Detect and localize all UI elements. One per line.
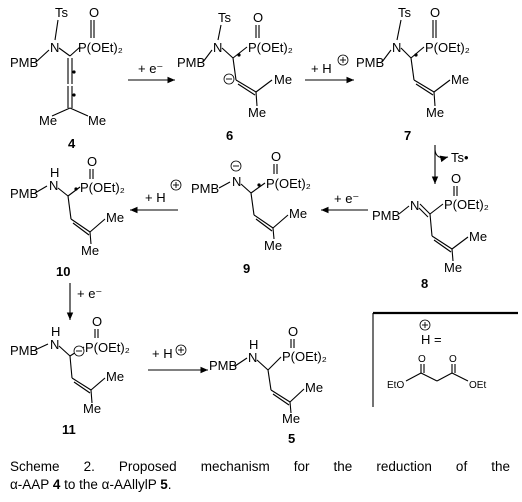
proton-source-box: H = O O EtO OEt [372, 311, 518, 407]
caption-compound-5: 5 [160, 477, 168, 492]
me-label: Me [305, 380, 323, 395]
me-label: Me [264, 238, 282, 253]
reagent-label: + e⁻ [77, 286, 102, 301]
compound-number: 6 [226, 128, 233, 143]
caption-end: . [167, 477, 172, 492]
o-label: O [449, 354, 457, 365]
me-label: Me [106, 210, 124, 225]
o-label: O [288, 324, 298, 339]
compound-8: PMB N O P(OEt)₂ Me Me 8 [372, 171, 489, 291]
o-label: O [271, 149, 281, 164]
p-label: P(OEt)₂ [444, 197, 489, 212]
compound-4: Ts N PMB O P(OEt)₂ Me Me 4 [10, 5, 123, 151]
o-label: O [451, 171, 461, 186]
o-label: O [92, 314, 102, 329]
pmb-label: PMB [372, 208, 400, 223]
arrow-e1: + e⁻ [128, 61, 175, 84]
p-label: P(OEt)₂ [282, 349, 327, 364]
reagent-label: Ts• [451, 150, 469, 165]
pmb-label: PMB [10, 343, 38, 358]
ts-label: Ts [398, 5, 412, 20]
pmb-label: PMB [356, 55, 384, 70]
caption-compound-4: 4 [52, 477, 61, 492]
nh-label: H [50, 165, 59, 180]
ts-label: Ts [218, 10, 232, 25]
compound-9: PMB N O P(OEt)₂ Me Me 9 [191, 149, 311, 276]
nh-label: H [51, 324, 60, 339]
p-label: P(OEt)₂ [248, 40, 293, 55]
compound-7: Ts N PMB O P(OEt)₂ Me Me 7 [356, 5, 470, 143]
reagent-label: + e⁻ [138, 61, 163, 76]
oet-label: OEt [469, 380, 486, 391]
compound-number: 4 [68, 136, 76, 151]
arrow-h1: + H [305, 54, 354, 84]
eto-label: EtO [387, 380, 404, 391]
n-label: N [213, 40, 222, 55]
compound-11: PMB H N O P(OEt)₂ Me Me 11 [10, 314, 130, 437]
p-label: P(OEt)₂ [85, 340, 130, 355]
reaction-scheme: Ts N PMB O P(OEt)₂ Me Me 4 + e⁻ Ts N PMB… [10, 5, 518, 446]
n-label: N [232, 174, 241, 189]
me-label: Me [39, 113, 57, 128]
pmb-label: PMB [10, 55, 38, 70]
arrow-e3: + e⁻ [66, 283, 102, 320]
me-label: Me [88, 113, 106, 128]
reagent-label: + H [152, 346, 173, 361]
p-label: P(OEt)₂ [80, 180, 125, 195]
nh-label: H [249, 337, 258, 352]
n-label: N [410, 198, 419, 213]
me-label: Me [451, 72, 469, 87]
reagent-label: + H [311, 61, 332, 76]
p-label: P(OEt)₂ [78, 40, 123, 55]
caption-line-2: α-AAP 4 to the α-AAllylP 5. [10, 476, 510, 494]
o-label: O [89, 5, 99, 20]
arrow-h3: + H [148, 344, 208, 374]
compound-number: 10 [56, 264, 70, 279]
reagent-label: + H [145, 190, 166, 205]
pmb-label: PMB [177, 55, 205, 70]
arrow-e2: + e⁻ [321, 191, 368, 214]
p-label: P(OEt)₂ [425, 40, 470, 55]
arrow-h2: + H [130, 179, 182, 214]
me-label: Me [282, 411, 300, 426]
compound-number: 5 [288, 431, 295, 446]
arrow-ts: Ts• [431, 145, 469, 184]
compound-6: Ts N PMB O P(OEt)₂ Me Me 6 [177, 10, 293, 143]
me-label: Me [274, 72, 292, 87]
proton-definition: H = [421, 332, 442, 347]
pmb-label: PMB [10, 186, 38, 201]
compound-number: 8 [421, 276, 428, 291]
me-label: Me [426, 105, 444, 120]
compound-number: 9 [243, 261, 250, 276]
scheme-caption: Scheme 2. Proposed mechanism for the red… [10, 458, 510, 494]
p-label: P(OEt)₂ [266, 176, 311, 191]
reagent-label: + e⁻ [334, 191, 359, 206]
n-label: N [50, 337, 59, 352]
caption-line-1: Scheme 2. Proposed mechanism for the red… [10, 459, 510, 474]
o-label: O [87, 154, 97, 169]
pmb-label: PMB [191, 181, 219, 196]
pmb-label: PMB [209, 358, 237, 373]
me-label: Me [83, 401, 101, 416]
me-label: Me [289, 206, 307, 221]
me-label: Me [444, 260, 462, 275]
compound-5: PMB H N O P(OEt)₂ Me Me 5 [209, 324, 327, 446]
n-label: N [50, 40, 59, 55]
n-label: N [392, 40, 401, 55]
compound-number: 7 [404, 128, 411, 143]
o-label: O [430, 5, 440, 20]
o-label: O [418, 354, 426, 365]
o-label: O [253, 10, 263, 25]
caption-mid: to the α-AAllylP [64, 477, 157, 492]
n-label: N [248, 350, 257, 365]
me-label: Me [106, 369, 124, 384]
me-label: Me [248, 105, 266, 120]
caption-prefix: α-AAP [10, 477, 50, 492]
me-label: Me [469, 229, 487, 244]
me-label: Me [81, 243, 99, 258]
ts-label: Ts [55, 5, 69, 20]
compound-number: 11 [62, 422, 76, 437]
compound-10: PMB H N O P(OEt)₂ Me Me 10 [10, 154, 125, 279]
n-label: N [49, 178, 58, 193]
